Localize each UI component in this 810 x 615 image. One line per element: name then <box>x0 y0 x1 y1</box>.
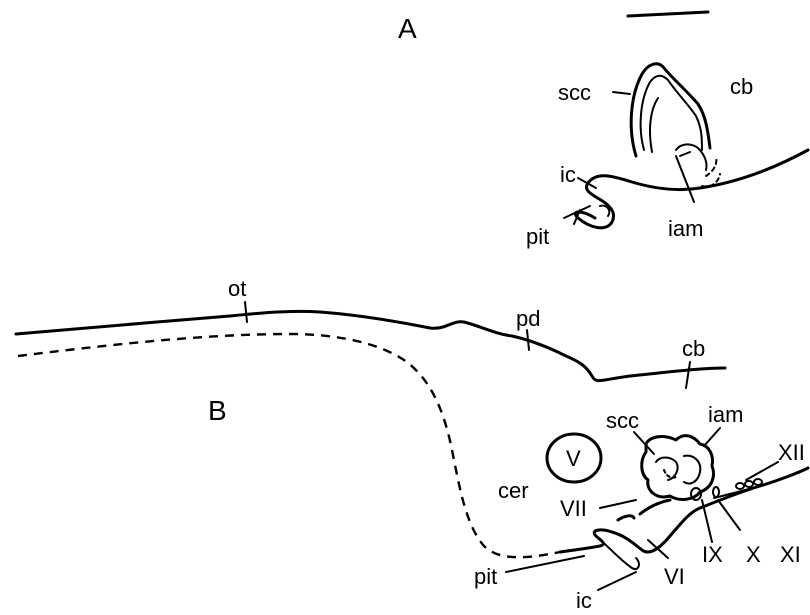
panel-b-label-x: X <box>746 542 761 567</box>
panel-b-dorsal-outline <box>16 311 725 380</box>
panel-a-scale-bar <box>628 12 708 16</box>
panel-b-label-cer: cer <box>498 478 529 503</box>
panel-b-basicranium-outline <box>560 468 808 552</box>
panel-b-pd-leader <box>527 330 529 350</box>
panel-b-iam-leader <box>704 428 720 446</box>
panel-b-vii-foramen <box>618 516 634 520</box>
panel-b-label-vi: VI <box>664 564 685 589</box>
panel-a-label-ic: ic <box>560 162 576 187</box>
panel-b-label: B <box>208 395 227 426</box>
panel-b-label-ic: ic <box>576 588 592 613</box>
panel-b-x-leader <box>718 500 740 530</box>
panel-b-label-scc: scc <box>606 408 639 433</box>
panel-b-otic-capsule <box>642 436 719 500</box>
panel-a-iam-leader <box>676 156 694 202</box>
panel-b-dashed-outline <box>18 334 560 557</box>
panel-b-label-vii: VII <box>560 496 587 521</box>
panel-a-label-pit: pit <box>526 224 549 249</box>
panel-b-label-xi: XI <box>780 542 801 567</box>
panel-b-xii-leader <box>746 462 778 480</box>
panel-b: B <box>16 276 808 613</box>
panel-b-label-ot: ot <box>228 276 246 301</box>
panel-b-label-pit: pit <box>474 564 497 589</box>
panel-b-ic-leader <box>598 572 636 590</box>
panel-a-label: A <box>398 13 417 44</box>
panel-b-sella-outline <box>640 500 670 514</box>
panel-a-semicircular-canals <box>631 64 720 187</box>
panel-b-cb-leader <box>686 362 690 388</box>
panel-b-vii-leader <box>600 500 636 508</box>
panel-b-scc-leader <box>634 432 654 454</box>
panel-b-label-v: V <box>566 446 581 471</box>
panel-b-label-pd: pd <box>516 306 540 331</box>
panel-a-label-scc: scc <box>558 80 591 105</box>
panel-a-iam-tick <box>680 152 690 156</box>
panel-a-scc-leader <box>613 92 630 94</box>
panel-a: A scc cb ic pit iam <box>398 12 808 249</box>
panel-b-label-cb: cb <box>682 336 705 361</box>
panel-b-label-ix: IX <box>702 542 723 567</box>
panel-a-label-cb: cb <box>730 74 753 99</box>
panel-a-label-iam: iam <box>668 216 703 241</box>
panel-a-pituitary-fossa <box>600 206 609 216</box>
panel-b-label-iam: iam <box>708 402 743 427</box>
panel-b-pit-leader <box>506 556 584 572</box>
panel-b-ot-leader <box>245 302 247 322</box>
panel-b-label-xii: XII <box>778 440 805 465</box>
